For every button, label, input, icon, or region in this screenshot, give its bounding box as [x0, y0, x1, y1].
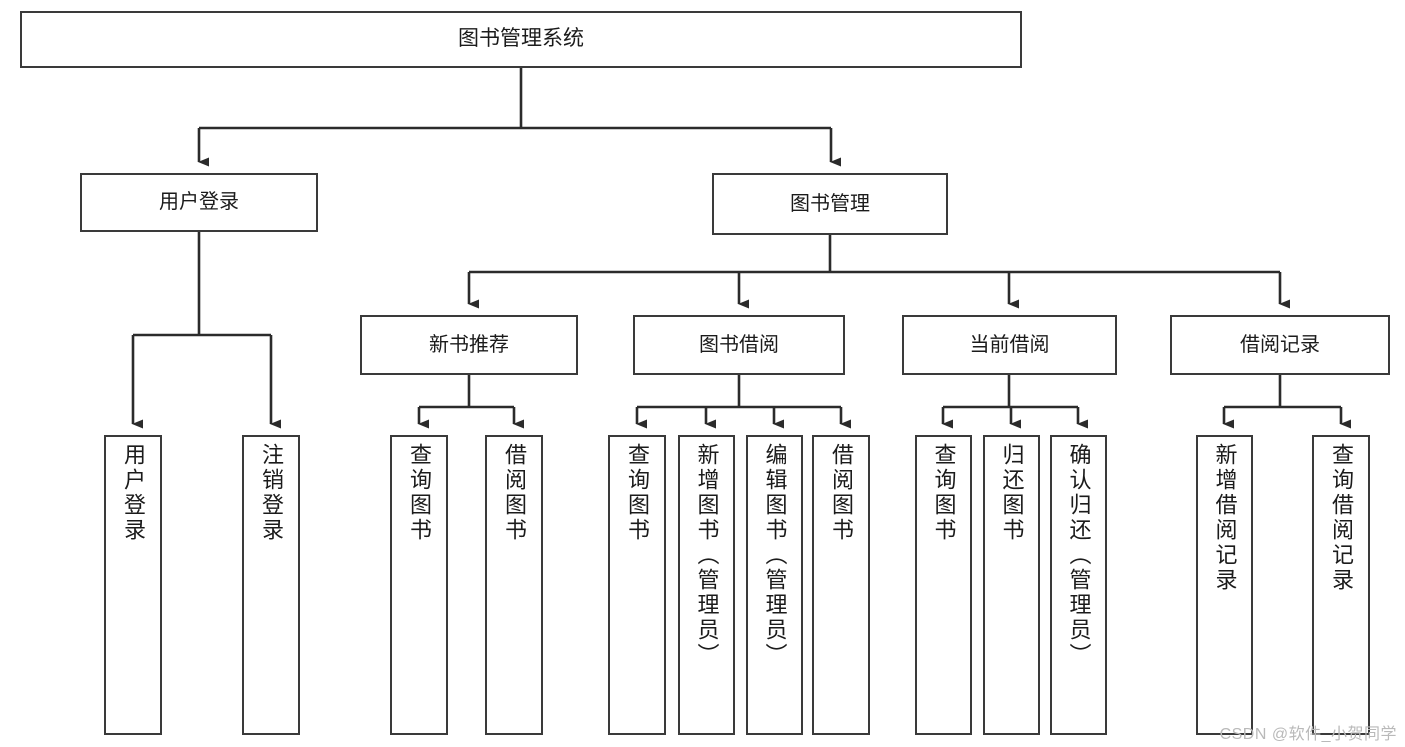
leaf-label: 查询图书: [407, 443, 432, 543]
leaf-label: 借阅图书: [502, 443, 527, 543]
leaf-return-books[interactable]: 归还图书: [983, 435, 1040, 735]
csdn-watermark: CSDN @软件_小贺同学: [1219, 726, 1397, 743]
leaf-query-borrow-record[interactable]: 查询借阅记录: [1312, 435, 1370, 735]
leaf-label: 编辑图书（管理员）: [762, 443, 788, 668]
leaf-label: 借阅图书: [829, 443, 854, 543]
node-book-borrow-label: 图书借阅: [699, 333, 779, 356]
node-book-management[interactable]: 图书管理: [712, 173, 948, 235]
node-borrow-records[interactable]: 借阅记录: [1170, 315, 1390, 375]
leaf-borrow-books[interactable]: 借阅图书: [812, 435, 870, 735]
node-book-borrow[interactable]: 图书借阅: [633, 315, 845, 375]
node-root[interactable]: 图书管理系统: [20, 11, 1022, 68]
leaf-add-borrow-record[interactable]: 新增借阅记录: [1196, 435, 1253, 735]
node-borrow-records-label: 借阅记录: [1240, 333, 1320, 356]
leaf-edit-book-admin[interactable]: 编辑图书（管理员）: [746, 435, 803, 735]
leaf-query-books-recommend[interactable]: 查询图书: [390, 435, 448, 735]
leaf-label: 查询图书: [625, 443, 650, 543]
leaf-borrow-books-recommend[interactable]: 借阅图书: [485, 435, 543, 735]
node-user-login-label: 用户登录: [159, 191, 239, 213]
leaf-label: 新增借阅记录: [1212, 443, 1238, 593]
leaf-confirm-return-admin[interactable]: 确认归还（管理员）: [1050, 435, 1107, 735]
node-current-borrow-label: 当前借阅: [969, 333, 1050, 356]
leaf-logout[interactable]: 注销登录: [242, 435, 300, 735]
leaf-query-books-current[interactable]: 查询图书: [915, 435, 972, 735]
leaf-query-books-borrow[interactable]: 查询图书: [608, 435, 666, 735]
leaf-label: 查询图书: [931, 443, 957, 543]
leaf-label: 归还图书: [999, 443, 1025, 543]
node-current-borrow[interactable]: 当前借阅: [902, 315, 1117, 375]
node-new-book-recommend[interactable]: 新书推荐: [360, 315, 578, 375]
leaf-label: 用户登录: [121, 443, 146, 543]
leaf-label: 确认归还（管理员）: [1066, 443, 1092, 668]
leaf-label: 注销登录: [259, 443, 284, 543]
node-book-management-label: 图书管理: [790, 192, 870, 215]
leaf-label: 查询借阅记录: [1329, 443, 1354, 593]
leaf-label: 新增图书（管理员）: [694, 443, 720, 668]
leaf-add-book-admin[interactable]: 新增图书（管理员）: [678, 435, 735, 735]
node-new-book-recommend-label: 新书推荐: [429, 333, 509, 356]
leaf-user-login[interactable]: 用户登录: [104, 435, 162, 735]
node-user-login[interactable]: 用户登录: [80, 173, 318, 232]
node-root-label: 图书管理系统: [458, 27, 584, 51]
